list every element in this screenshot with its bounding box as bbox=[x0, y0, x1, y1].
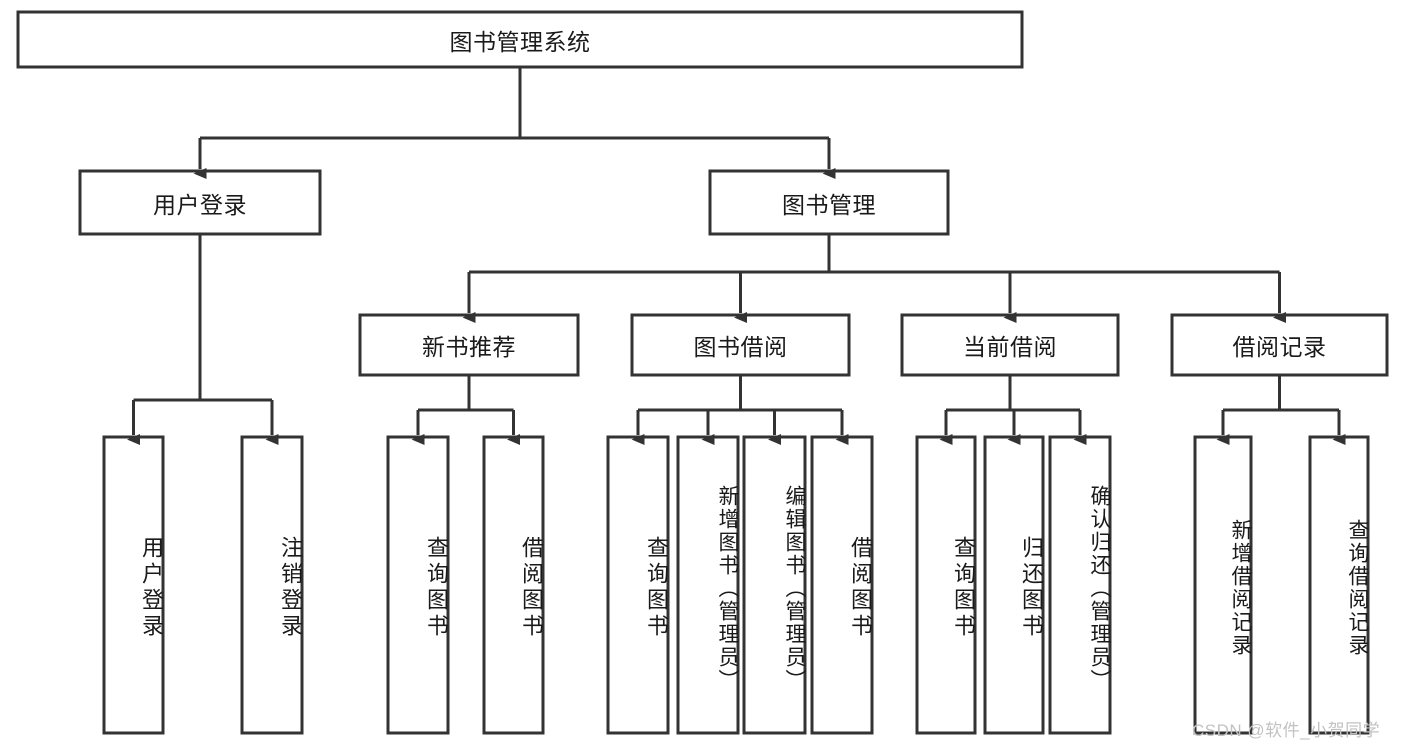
node-box-user-login[interactable] bbox=[78, 169, 322, 236]
node-box-leaf-user-logout[interactable] bbox=[240, 435, 304, 735]
node-box-leaf-confirm-return[interactable] bbox=[1048, 435, 1112, 735]
node-box-leaf-user-login[interactable] bbox=[102, 435, 165, 735]
node-box-leaf-query-book-rec[interactable] bbox=[386, 435, 450, 735]
csdn-watermark: CSDN @软件_小贺同学 bbox=[1192, 721, 1381, 740]
node-box-leaf-add-book[interactable] bbox=[676, 435, 740, 735]
node-box-current-borrow[interactable] bbox=[900, 313, 1120, 377]
connector-layer bbox=[127, 67, 1346, 445]
node-box-leaf-query-book-current[interactable] bbox=[915, 435, 977, 735]
node-box-leaf-edit-book[interactable] bbox=[742, 435, 807, 735]
node-box-borrow-record[interactable] bbox=[1170, 313, 1389, 377]
node-box-book-borrow[interactable] bbox=[630, 313, 851, 377]
node-box-new-book-recommend[interactable] bbox=[358, 313, 580, 377]
node-box-root[interactable] bbox=[16, 10, 1024, 69]
node-box-leaf-add-record[interactable] bbox=[1193, 435, 1253, 735]
node-box-leaf-borrow-book[interactable] bbox=[810, 435, 874, 735]
node-box-book-management[interactable] bbox=[708, 169, 950, 236]
node-box-leaf-query-record[interactable] bbox=[1308, 435, 1370, 735]
node-box-layer bbox=[16, 10, 1389, 735]
node-box-leaf-query-book-borrow[interactable] bbox=[606, 435, 670, 735]
node-box-leaf-return-book[interactable] bbox=[983, 435, 1045, 735]
node-box-leaf-borrow-book-rec[interactable] bbox=[482, 435, 545, 735]
